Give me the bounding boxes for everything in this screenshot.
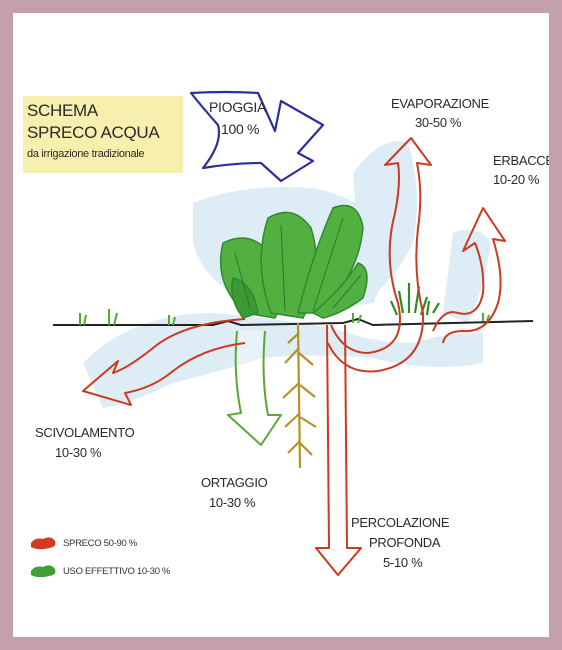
legend-waste-label: SPRECO 50-90 % xyxy=(63,538,137,549)
evaporation-value: 30-50 % xyxy=(415,115,461,130)
legend-effective-label: USO EFFETTIVO 10-30 % xyxy=(63,566,170,577)
crop-label: ORTAGGIO xyxy=(201,475,267,490)
evaporation-label: EVAPORAZIONE xyxy=(391,96,489,111)
runoff-value: 10-30 % xyxy=(55,445,101,460)
percolation-value: 5-10 % xyxy=(383,555,422,570)
legend-swatch-effective xyxy=(31,565,55,577)
runoff-label: SCIVOLAMENTO xyxy=(35,425,134,440)
weeds-label: ERBACCE xyxy=(493,153,549,168)
percolation-label-line2: PROFONDA xyxy=(369,535,440,550)
diagram-panel: SCHEMA SPRECO ACQUA da irrigazione tradi… xyxy=(13,13,549,637)
rain-label: PIOGGIA xyxy=(209,99,266,115)
percolation-label: PERCOLAZIONE xyxy=(351,515,449,530)
legend-swatch-waste xyxy=(31,537,55,549)
crop-value: 10-30 % xyxy=(209,495,255,510)
rain-value: 100 % xyxy=(221,121,259,137)
weeds-value: 10-20 % xyxy=(493,172,539,187)
percolation-arrow xyxy=(316,325,361,575)
weed-clump xyxy=(391,283,439,315)
